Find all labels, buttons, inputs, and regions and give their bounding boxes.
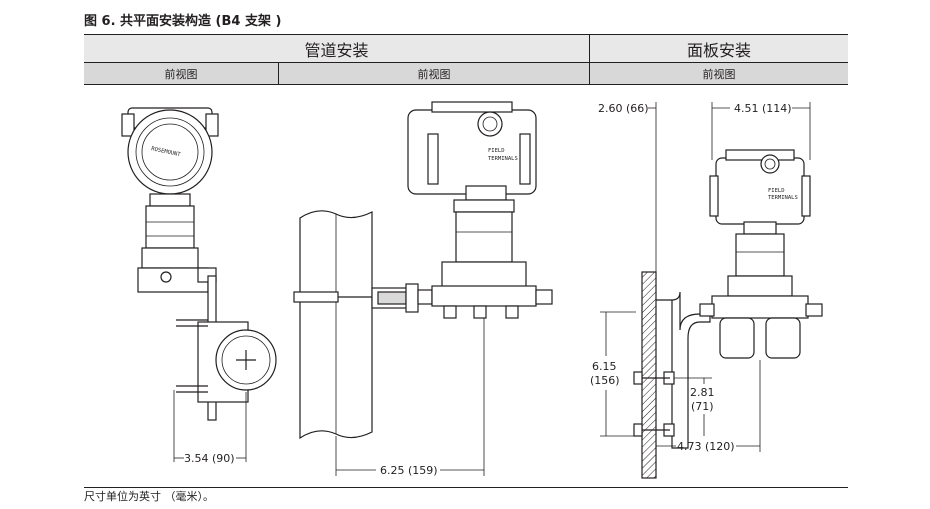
electronics-housing — [407, 109, 537, 195]
front-view-label-a: 前视图 — [84, 63, 279, 84]
field-label-2: FIELD — [768, 188, 785, 194]
dim-6-25: 6.25 (159) — [380, 464, 438, 477]
panel-electronics-housing — [715, 157, 805, 225]
footnote: 尺寸单位为英寸 （毫米）。 — [84, 490, 214, 503]
dim-4-73: 4.73 (120) — [677, 440, 735, 453]
field-label: FIELD — [488, 148, 505, 154]
panel-wall — [641, 271, 657, 479]
figure-title: 图 6. 共平面安装构造 (B4 支架 ) — [84, 14, 282, 29]
subheader-row: 前视图 前视图 前视图 — [84, 63, 848, 85]
dim-3-54: 3.54 (90) — [184, 452, 235, 465]
transmitter-side-view: FIELD TERMINALS — [293, 101, 553, 476]
transmitter-front-view: ROSEMOUNT — [121, 107, 277, 462]
terminals-label: TERMINALS — [488, 156, 518, 162]
dim-2-81-mm: (71) — [691, 400, 714, 413]
front-view-label-c: 前视图 — [702, 67, 736, 81]
front-view-label-b: 前视图 — [279, 63, 590, 84]
dim-2-60: 2.60 (66) — [598, 102, 649, 115]
pipe-mount-header: 管道安装 — [84, 35, 590, 62]
panel-mount-header: 面板安装 — [686, 40, 751, 60]
figure-table: 管道安装 面板安装 前视图 前视图 前视图 — [84, 34, 848, 488]
panel-mount-view: FIELD TERMINALS — [600, 102, 823, 479]
dim-2-81-in: 2.81 — [690, 386, 715, 399]
header-row: 管道安装 面板安装 — [84, 35, 848, 63]
dim-6-15-mm: (156) — [590, 374, 620, 387]
dim-4-51: 4.51 (114) — [734, 102, 792, 115]
dim-6-15-in: 6.15 — [592, 360, 617, 373]
terminals-label-2: TERMINALS — [768, 195, 798, 201]
